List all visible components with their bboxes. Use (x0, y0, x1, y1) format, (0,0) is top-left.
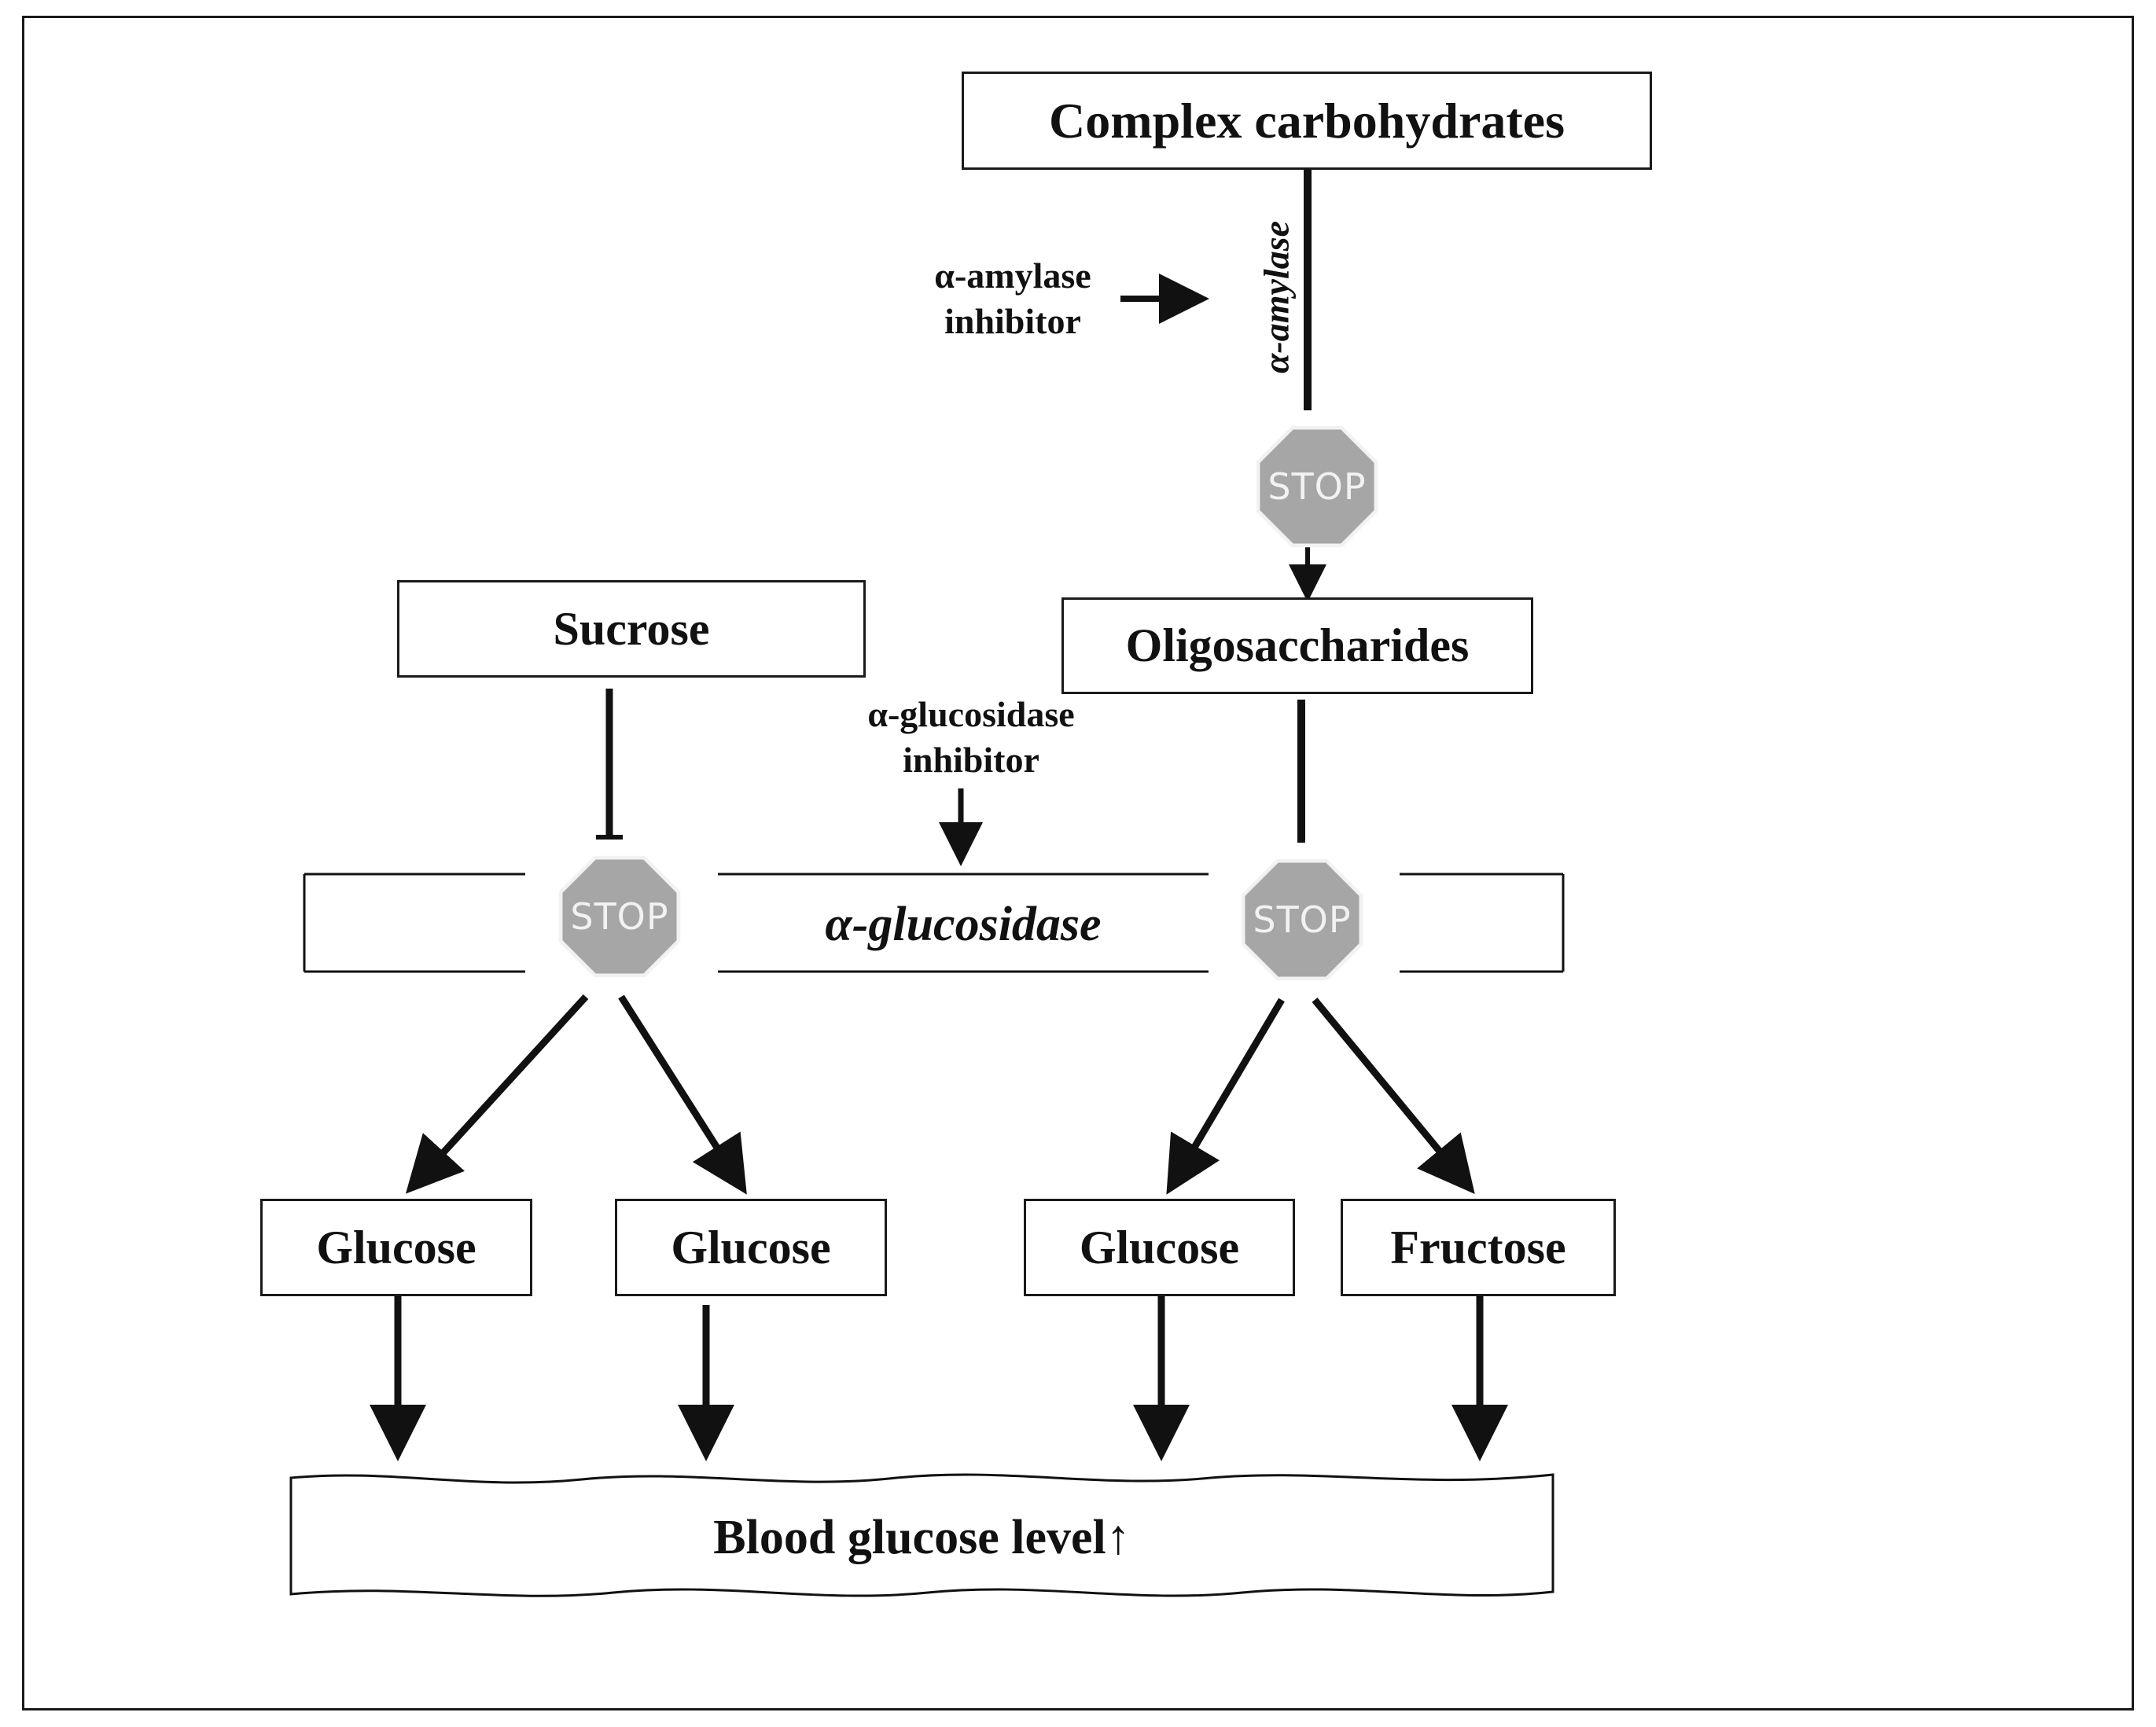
blood-glucose-label: Blood glucose level↑ (713, 1511, 1131, 1564)
glucose-label-3: Glucose (1079, 1221, 1240, 1273)
glucose-label-1: Glucose (316, 1221, 476, 1273)
glucosidase-inhibitor-line2: inhibitor (903, 739, 1039, 780)
sucrose-box: Sucrose (397, 580, 866, 678)
diagram-frame (22, 16, 2134, 1710)
glucose-label-2: Glucose (671, 1221, 831, 1273)
fructose-label: Fructose (1390, 1221, 1566, 1273)
stop-sign-icon: STOP (1241, 858, 1363, 981)
alpha-glucosidase-enzyme-label: α-glucosidase (825, 898, 1102, 951)
fructose-box: Fructose (1341, 1199, 1616, 1296)
oligo-to-glucose3-arrow (1166, 998, 1285, 1195)
oligosaccharides-box: Oligosaccharides (1061, 597, 1533, 694)
glucose-box-1: Glucose (260, 1199, 532, 1296)
amylase-inhibitor-line1: α-amylase (934, 255, 1091, 296)
glucose-box-3: Glucose (1024, 1199, 1295, 1296)
sucrose-to-glucose1-arrow (405, 994, 589, 1194)
stop-sign-text: STOP (570, 895, 669, 938)
complex-carbohydrates-label: Complex carbohydrates (1049, 92, 1565, 149)
complex-carbohydrates-box: Complex carbohydrates (962, 72, 1652, 170)
alpha-amylase-enzyme-label: α-amylase (1256, 220, 1297, 374)
stop-sign-text: STOP (1253, 898, 1352, 941)
oligo-to-fructose-arrow (1312, 998, 1475, 1194)
amylase-inhibitor-line2: inhibitor (944, 300, 1081, 341)
glucosidase-inhibitor-line1: α-glucosidase (867, 694, 1075, 734)
stop-sign-icon: STOP (1256, 425, 1378, 548)
amylase-inhibitor-label: α-amylase inhibitor (887, 253, 1139, 344)
stop-sign-icon: STOP (558, 855, 681, 978)
sucrose-label: Sucrose (553, 602, 710, 655)
blood-glucose-box (289, 1473, 1554, 1597)
glucose-box-2: Glucose (615, 1199, 887, 1296)
stop-sign-text: STOP (1267, 465, 1367, 508)
sucrose-to-glucose2-arrow (618, 994, 747, 1195)
glucosidase-inhibitor-label: α-glucosidase inhibitor (818, 692, 1124, 782)
oligosaccharides-label: Oligosaccharides (1125, 619, 1470, 671)
